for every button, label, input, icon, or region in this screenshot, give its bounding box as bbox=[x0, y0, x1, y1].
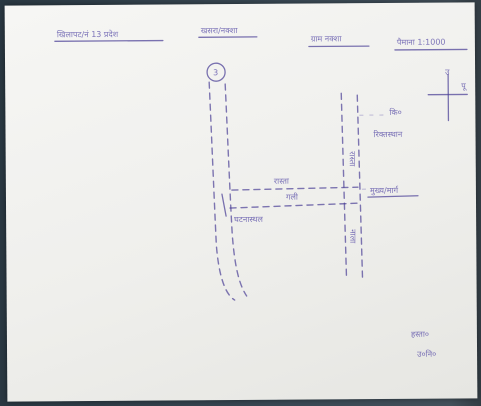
junction-label: मुख्य/मार्ग bbox=[370, 185, 399, 196]
right-top-label-1: कि० bbox=[389, 107, 401, 117]
left-road-outer bbox=[208, 81, 236, 301]
road-label-2: गली bbox=[286, 192, 299, 202]
junction-tick bbox=[221, 193, 227, 217]
east-label: पू bbox=[461, 81, 468, 91]
header-center-text: खसरा/नक्शा bbox=[201, 26, 239, 35]
horizontal-road-top bbox=[231, 186, 359, 191]
circle-marker-label: 3 bbox=[213, 68, 218, 77]
junction-underline bbox=[367, 195, 419, 198]
left-bottom-label: घटनास्थल bbox=[234, 215, 263, 224]
road-label-1: रास्ता bbox=[274, 177, 290, 186]
hand-drawn-sketch: खिलापट/नं 13 प्रदेश खसरा/नक्शा ग्राम नक्… bbox=[54, 26, 468, 359]
vertical-road-label-2: नाला bbox=[348, 229, 357, 244]
signature: हस्ता० bbox=[411, 330, 429, 339]
header-left-text: खिलापट/नं 13 प्रदेश bbox=[57, 29, 119, 39]
right-road-left-edge bbox=[340, 92, 348, 280]
header-mid-text: ग्राम नक्शा bbox=[311, 34, 343, 43]
header-left-underline bbox=[54, 39, 164, 42]
header-right-underline bbox=[394, 48, 468, 51]
right-road-right-edge bbox=[356, 94, 364, 280]
signature-designation: उ०नि० bbox=[417, 349, 436, 359]
horizontal-road-bottom bbox=[229, 202, 359, 209]
vertical-road-label-1: रास्ता bbox=[348, 151, 357, 167]
paper-sheet: खिलापट/नं 13 प्रदेश खसरा/नक्शा ग्राम नक्… bbox=[4, 2, 478, 402]
circle-marker bbox=[206, 62, 226, 82]
right-top-label-2: रिक्तस्थान bbox=[373, 129, 402, 139]
header-right-text: पैमाना 1:1000 bbox=[397, 37, 446, 47]
north-label: उ bbox=[445, 68, 450, 77]
